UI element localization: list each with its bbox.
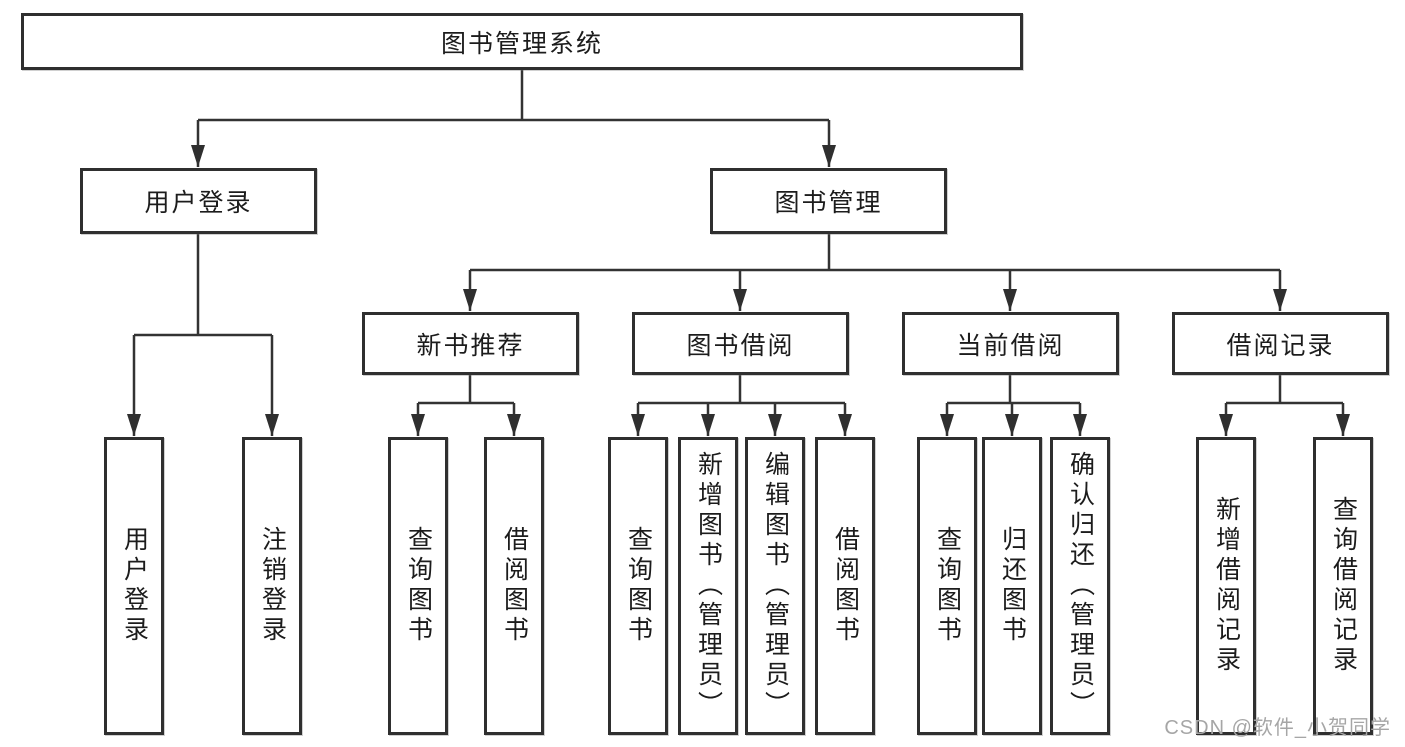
leaf-borrow-borrow: 借阅图书 [815,437,875,735]
node-root: 图书管理系统 [21,13,1023,70]
leaf-borrow-add-admin: 新增图书（管理员） [678,437,738,735]
node-borrow-records: 借阅记录 [1172,312,1389,375]
leaf-user-login: 用户登录 [104,437,164,735]
leaf-label: 借阅图书 [500,526,529,646]
node-book-management: 图书管理 [710,168,947,234]
leaf-current-confirm-admin: 确认归还（管理员） [1050,437,1110,735]
leaf-label: 新增借阅记录 [1212,496,1241,676]
leaf-borrow-query: 查询图书 [608,437,668,735]
leaf-label: 注销登录 [258,526,287,646]
leaf-label: 查询图书 [624,526,653,646]
leaf-newbook-borrow: 借阅图书 [484,437,544,735]
leaf-label: 用户登录 [120,526,149,646]
leaf-label: 确认归还（管理员） [1066,451,1095,721]
leaf-label: 查询图书 [404,526,433,646]
leaf-newbook-query: 查询图书 [388,437,448,735]
node-new-book-recommend: 新书推荐 [362,312,579,375]
leaf-record-add: 新增借阅记录 [1196,437,1256,735]
leaf-label: 编辑图书（管理员） [761,451,790,721]
node-current-borrow: 当前借阅 [902,312,1119,375]
watermark: CSDN @软件_小贺同学 [1164,717,1391,739]
leaf-borrow-edit-admin: 编辑图书（管理员） [745,437,805,735]
leaf-label: 查询借阅记录 [1329,496,1358,676]
node-user-login: 用户登录 [80,168,317,234]
leaf-label: 归还图书 [998,526,1027,646]
leaf-label: 借阅图书 [831,526,860,646]
leaf-label: 新增图书（管理员） [694,451,723,721]
leaf-label: 查询图书 [933,526,962,646]
leaf-logout: 注销登录 [242,437,302,735]
leaf-record-query: 查询借阅记录 [1313,437,1373,735]
leaf-current-return: 归还图书 [982,437,1042,735]
node-book-borrow: 图书借阅 [632,312,849,375]
leaf-current-query: 查询图书 [917,437,977,735]
